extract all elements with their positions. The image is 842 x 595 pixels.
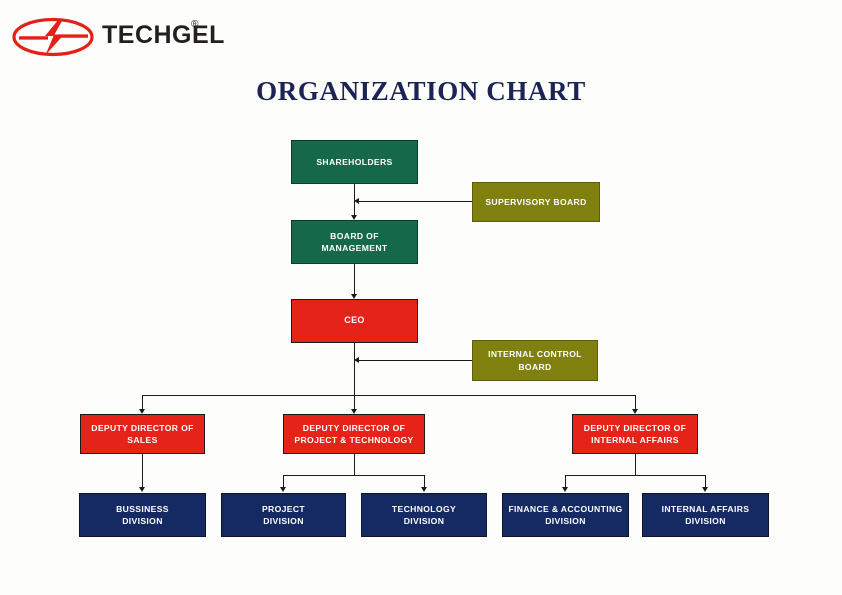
node-deputy-director-sales-line-1: DEPUTY DIRECTOR OF [91, 422, 194, 433]
node-internal-control-board[interactable]: INTERNAL CONTROL BOARD [472, 340, 598, 381]
node-project-division-line-1: PROJECT [261, 503, 306, 514]
node-supervisory-board-label: SUPERVISORY BOARD [485, 196, 587, 207]
arrowhead-board-of-management [350, 215, 357, 220]
node-internal-control-board-label: INTERNAL CONTROL BOARD [477, 348, 593, 373]
edge-deputy-project-technology-trunk [354, 454, 355, 476]
node-ceo[interactable]: CEO [291, 299, 418, 343]
node-internal-control-board-line-1: INTERNAL CONTROL [488, 349, 582, 360]
node-project-division-line-2: DIVISION [263, 516, 304, 526]
node-board-of-management-line-1: BOARD OF [330, 230, 379, 241]
edge-ceo-to-deputies-trunk [354, 342, 355, 396]
node-deputy-director-project-technology-line-1: DEPUTY DIRECTOR OF [302, 422, 406, 433]
edge-bus-to-deputy-sales [142, 395, 143, 411]
node-bussiness-division[interactable]: BUSSINESS DIVISION [79, 493, 206, 537]
node-technology-division[interactable]: TECHNOLOGY DIVISION [361, 493, 487, 537]
edge-deputy-internal-affairs-trunk [635, 454, 636, 476]
node-finance-accounting-division[interactable]: FINANCE & ACCOUNTING DIVISION [502, 493, 629, 537]
node-deputy-director-sales-line-2: SALES [127, 435, 158, 445]
arrowhead-deputy-sales [138, 409, 145, 414]
node-finance-accounting-division-label: FINANCE & ACCOUNTING DIVISION [507, 503, 624, 528]
node-internal-control-board-line-2: BOARD [518, 361, 552, 372]
node-internal-affairs-division-line-1: INTERNAL AFFAIRS [661, 503, 750, 514]
node-bussiness-division-line-1: BUSSINESS [116, 503, 169, 514]
edge-deputy-sales-to-bussiness-division [142, 454, 143, 489]
node-board-of-management[interactable]: BOARD OF MANAGEMENT [291, 220, 418, 264]
arrowhead-bussiness-division [138, 487, 145, 492]
edge-bus-to-deputy-project-technology [354, 395, 355, 411]
edge-bus-to-technology-division [424, 475, 425, 489]
node-shareholders[interactable]: SHAREHOLDERS [291, 140, 418, 184]
edge-bus-to-finance-accounting-division [565, 475, 566, 489]
node-finance-accounting-division-line-2: DIVISION [545, 516, 586, 526]
node-ceo-label: CEO [344, 315, 365, 326]
node-bussiness-division-label: BUSSINESS DIVISION [84, 503, 201, 528]
edge-board-of-management-to-ceo [354, 263, 355, 296]
node-deputy-director-internal-affairs-label: DEPUTY DIRECTOR OF INTERNAL AFFAIRS [577, 422, 693, 447]
node-shareholders-label: SHAREHOLDERS [316, 156, 393, 167]
node-deputy-director-project-technology[interactable]: DEPUTY DIRECTOR OF PROJECT & TECHNOLOGY [283, 414, 425, 454]
node-deputy-director-sales-label: DEPUTY DIRECTOR OF SALES [85, 422, 200, 447]
edge-internal-control-board-to-hierarchy [359, 360, 472, 361]
brand-logo: TECHGEL ® [10, 8, 270, 58]
arrowhead-internal-affairs-division [701, 487, 708, 492]
node-technology-division-label: TECHNOLOGY DIVISION [366, 503, 482, 528]
node-board-of-management-line-2: MANAGEMENT [321, 243, 388, 253]
edge-internal-affairs-bus [565, 475, 706, 476]
node-deputy-director-internal-affairs[interactable]: DEPUTY DIRECTOR OF INTERNAL AFFAIRS [572, 414, 698, 454]
arrowhead-finance-accounting-division [561, 487, 568, 492]
arrowhead-ceo [350, 294, 357, 299]
node-deputy-director-sales[interactable]: DEPUTY DIRECTOR OF SALES [80, 414, 205, 454]
node-technology-division-line-1: TECHNOLOGY [391, 503, 457, 514]
registered-trademark-icon: ® [191, 19, 199, 30]
node-internal-affairs-division-label: INTERNAL AFFAIRS DIVISION [647, 503, 764, 528]
edge-bus-to-project-division [283, 475, 284, 489]
arrowhead-deputy-project-technology [350, 409, 357, 414]
edge-bus-to-deputy-internal-affairs [635, 395, 636, 411]
edge-bus-to-internal-affairs-division [705, 475, 706, 489]
node-supervisory-board[interactable]: SUPERVISORY BOARD [472, 182, 600, 222]
arrowhead-internal-control-board-link [354, 356, 359, 363]
arrowhead-deputy-internal-affairs [631, 409, 638, 414]
node-deputy-director-project-technology-label: DEPUTY DIRECTOR OF PROJECT & TECHNOLOGY [288, 422, 420, 447]
node-technology-division-line-2: DIVISION [403, 516, 445, 526]
node-finance-accounting-division-line-1: FINANCE & ACCOUNTING [508, 503, 623, 514]
node-bussiness-division-line-2: DIVISION [122, 516, 163, 526]
edge-deputies-bus [142, 395, 636, 396]
edge-supervisory-board-to-hierarchy [359, 201, 472, 202]
node-internal-affairs-division[interactable]: INTERNAL AFFAIRS DIVISION [642, 493, 769, 537]
arrowhead-technology-division [420, 487, 427, 492]
edge-project-technology-bus [283, 475, 425, 476]
node-deputy-director-internal-affairs-line-2: INTERNAL AFFAIRS [591, 435, 679, 445]
page-title: ORGANIZATION CHART [256, 76, 586, 106]
node-deputy-director-project-technology-line-2: PROJECT & TECHNOLOGY [294, 435, 414, 445]
node-deputy-director-internal-affairs-line-1: DEPUTY DIRECTOR OF [583, 422, 687, 433]
techgel-lightning-ellipse-logo-icon [12, 17, 94, 57]
node-board-of-management-label: BOARD OF MANAGEMENT [296, 230, 413, 255]
node-project-division[interactable]: PROJECT DIVISION [221, 493, 346, 537]
brand-name: TECHGEL [102, 21, 225, 49]
arrowhead-supervisory-board-link [354, 197, 359, 204]
node-internal-affairs-division-line-2: DIVISION [685, 516, 726, 526]
arrowhead-project-division [279, 487, 286, 492]
node-project-division-label: PROJECT DIVISION [226, 503, 341, 528]
